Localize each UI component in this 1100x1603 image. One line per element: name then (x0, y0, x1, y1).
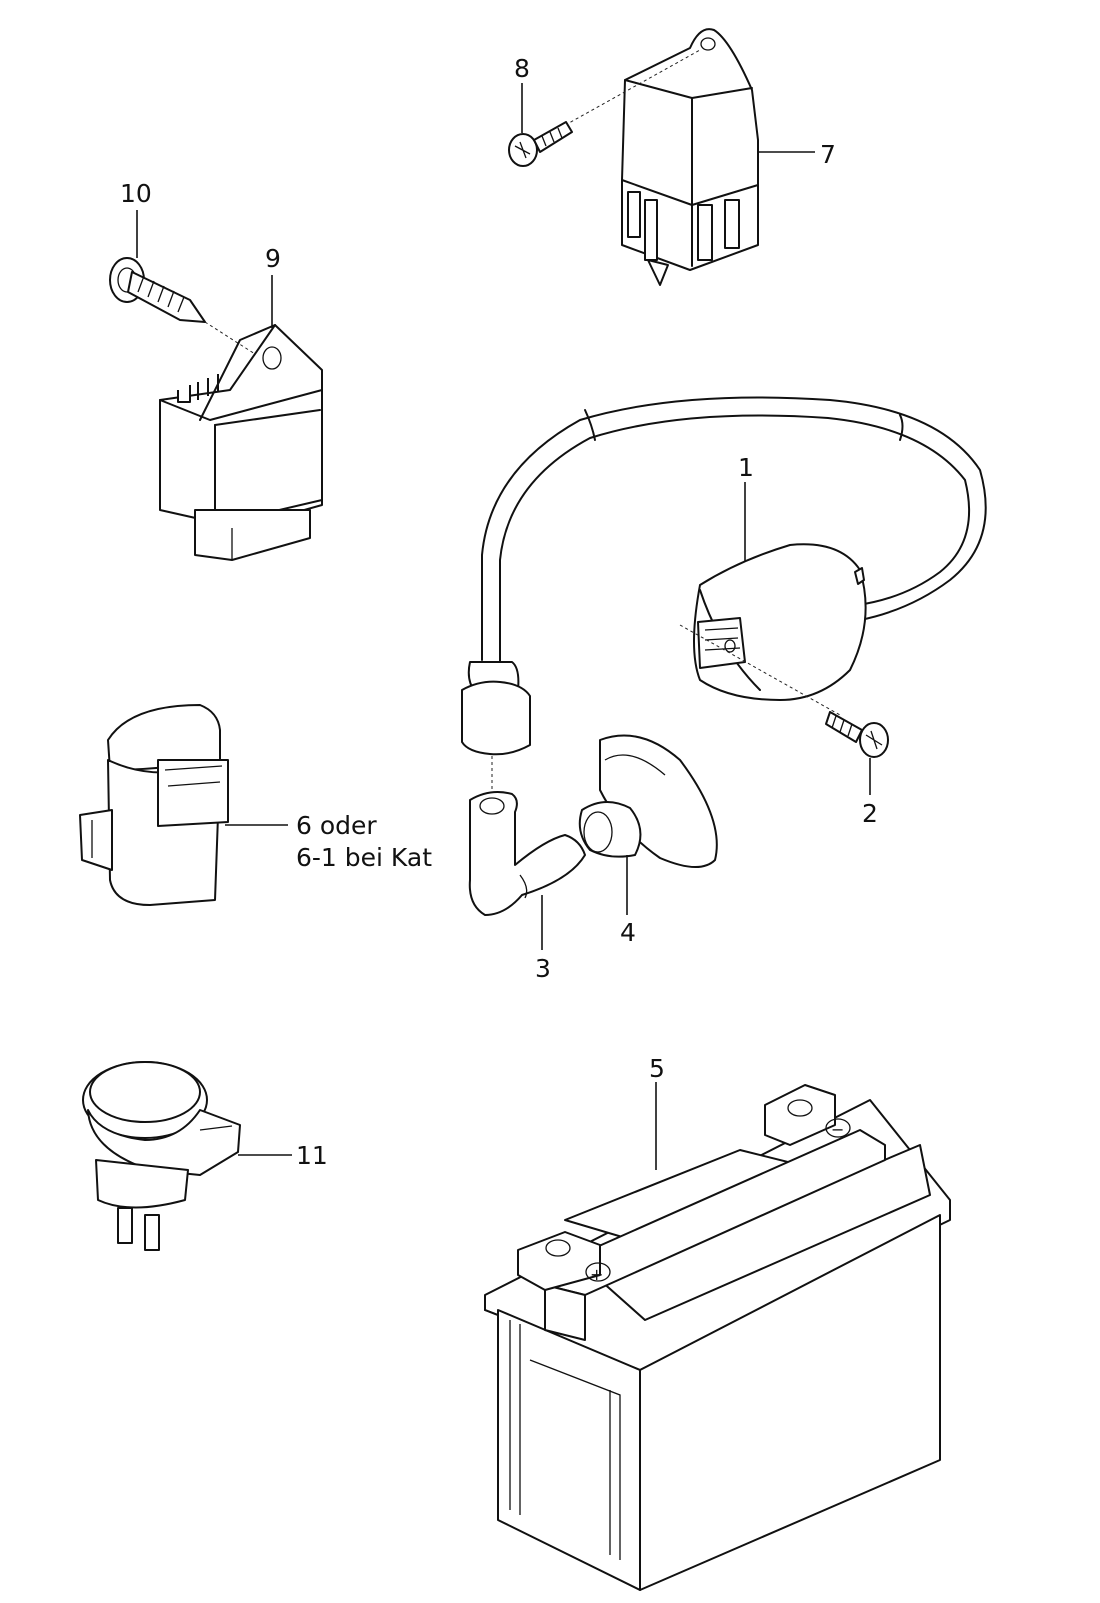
cable-boot (461, 661, 531, 756)
label-part-9: 9 (265, 244, 281, 273)
rubber-boot-part-4 (578, 734, 718, 868)
screw-part-2 (825, 711, 889, 758)
label-part-4: 4 (620, 918, 636, 947)
label-part-7: 7 (820, 140, 836, 169)
spark-plug-cap-part-3 (468, 791, 586, 916)
screw-part-8 (508, 121, 573, 167)
label-part-10: 10 (120, 179, 152, 208)
label-part-6-line1: 6 oder (296, 811, 377, 840)
label-part-1: 1 (738, 453, 754, 482)
label-part-6-line2: 6-1 bei Kat (296, 843, 432, 872)
relay-part-6 (79, 704, 229, 906)
label-part-11: 11 (296, 1141, 328, 1170)
battery-positive-symbol: + (590, 1265, 603, 1284)
battery-negative-symbol: − (831, 1120, 844, 1139)
ignition-coil-part-1 (481, 396, 987, 701)
switch-part-11 (82, 1061, 241, 1251)
battery-part-5 (484, 1084, 951, 1591)
control-unit-part-9 (159, 324, 323, 561)
label-part-5: 5 (649, 1054, 665, 1083)
label-part-8: 8 (514, 54, 530, 83)
relay-part-7 (621, 28, 759, 286)
screw-part-10 (109, 257, 206, 323)
label-part-3: 3 (535, 954, 551, 983)
label-part-2: 2 (862, 799, 878, 828)
